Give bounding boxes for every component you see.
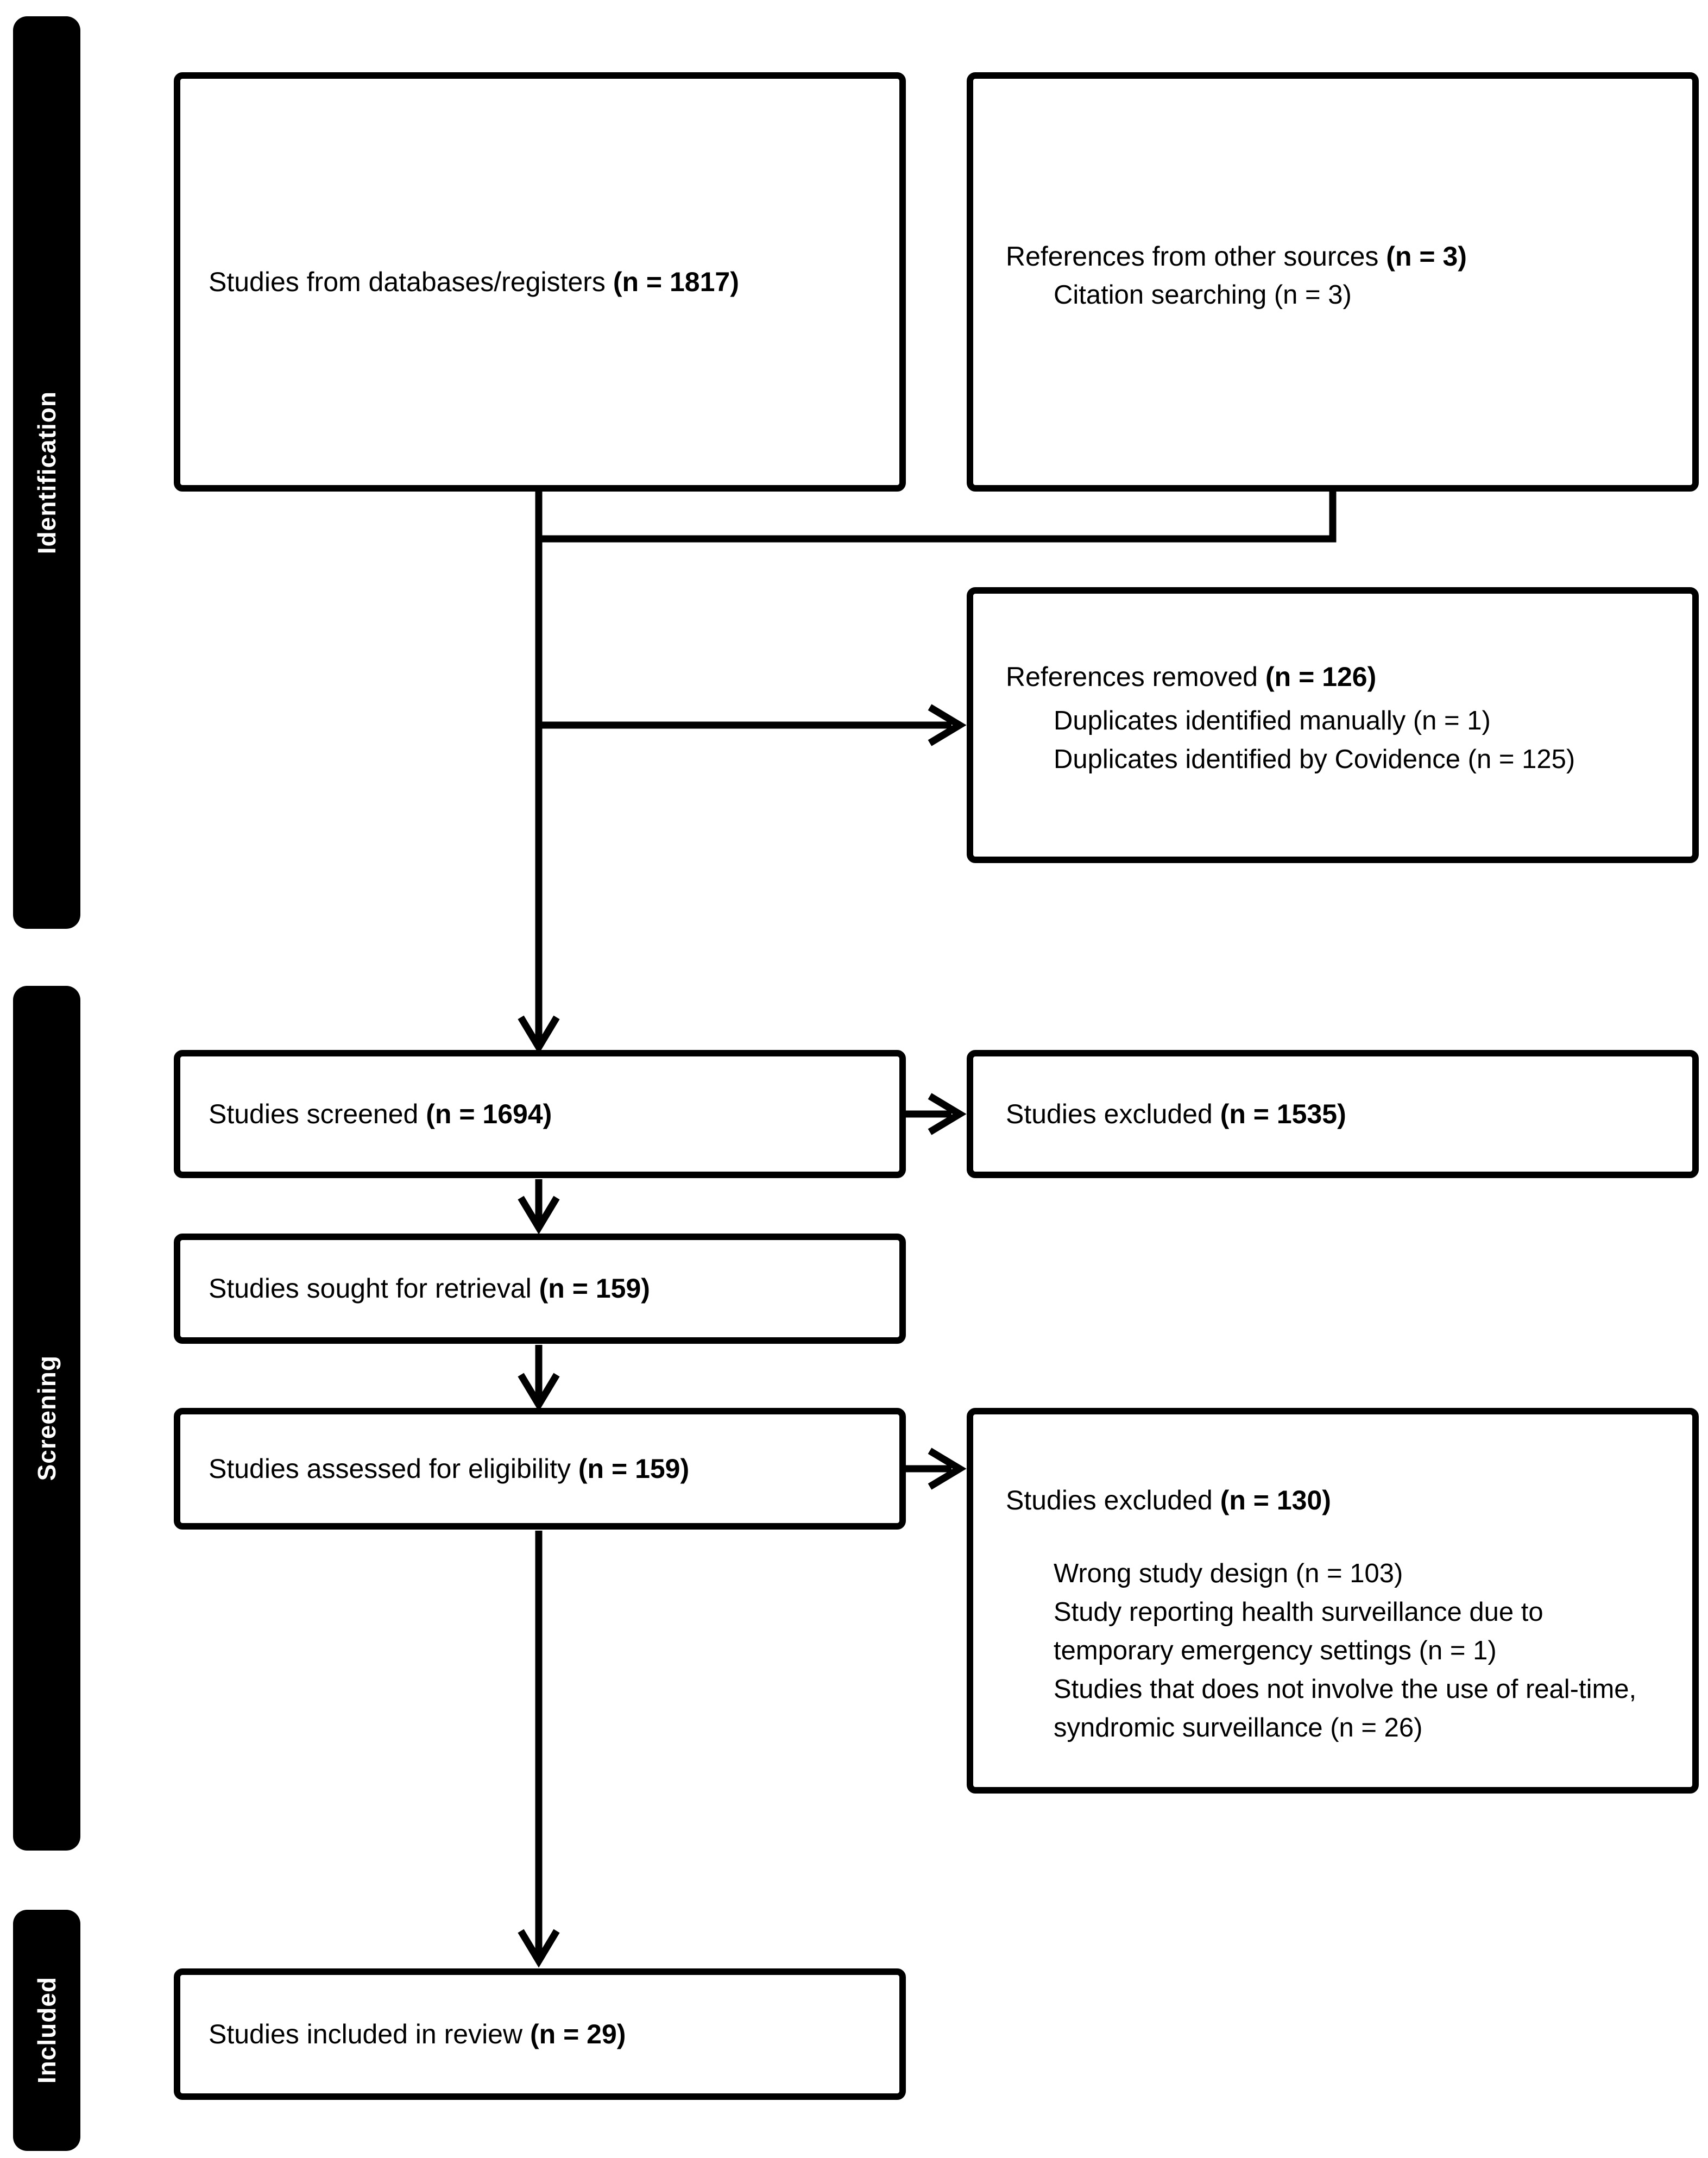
arrowhead-down-sought-icon (518, 1196, 560, 1235)
box-title-text: Studies included in review (209, 2018, 530, 2049)
stage-bar-identification: Identification (13, 16, 80, 929)
box-title-count: (n = 159) (539, 1273, 650, 1304)
arrowhead-down-included-icon (518, 1929, 560, 1968)
box-studies-assessed-eligibility: Studies assessed for eligibility (n = 15… (174, 1408, 906, 1530)
box-subitems: Wrong study design (n = 103) Study repor… (1006, 1555, 1654, 1747)
box-studies-sought-retrieval: Studies sought for retrieval (n = 159) (174, 1234, 906, 1344)
box-title-count: (n = 29) (530, 2018, 626, 2049)
arrowhead-right-references-removed-icon (928, 704, 967, 746)
box-title-text: Studies sought for retrieval (209, 1273, 539, 1304)
box-title: References from other sources (n = 3) (1006, 237, 1660, 276)
box-title: Studies excluded (n = 1535) (1006, 1095, 1660, 1134)
box-title-text: Studies assessed for eligibility (209, 1453, 578, 1484)
box-title-text: References removed (1006, 662, 1266, 692)
box-title-text: Studies screened (209, 1098, 426, 1129)
stage-label-identification: Identification (33, 391, 61, 555)
box-studies-included-review: Studies included in review (n = 29) (174, 1968, 906, 2100)
box-title-count: (n = 159) (578, 1453, 690, 1484)
box-title: References removed (n = 126) (1006, 658, 1671, 696)
box-title-count: (n = 130) (1220, 1485, 1331, 1515)
stage-bar-screening: Screening (13, 986, 80, 1851)
box-title-text: Studies excluded (1006, 1485, 1220, 1515)
box-studies-from-databases: Studies from databases/registers (n = 18… (174, 72, 906, 492)
box-subitem: Duplicates identified manually (n = 1) (1054, 706, 1491, 735)
stage-label-included: Included (33, 1977, 61, 2084)
box-subitem: Citation searching (n = 3) (1054, 280, 1352, 310)
stage-bar-included: Included (13, 1910, 80, 2151)
box-title: Studies excluded (n = 130) (1006, 1481, 1654, 1520)
box-title-count: (n = 1817) (613, 266, 739, 297)
box-subitems: Citation searching (n = 3) (1006, 276, 1660, 314)
box-title-text: Studies excluded (1006, 1098, 1220, 1129)
box-subitem: Wrong study design (n = 103) (1054, 1559, 1403, 1588)
box-title-count: (n = 1694) (426, 1098, 552, 1129)
arrowhead-down-screened-icon (518, 1015, 560, 1054)
box-subitem: Studies that does not involve the use of… (1054, 1675, 1637, 1742)
arrowhead-right-excluded-eligibility-icon (928, 1448, 967, 1490)
box-title: Studies from databases/registers (n = 18… (209, 263, 867, 301)
box-title: Studies screened (n = 1694) (209, 1095, 867, 1134)
box-title-count: (n = 3) (1386, 241, 1467, 272)
box-studies-screened: Studies screened (n = 1694) (174, 1050, 906, 1178)
box-title-count: (n = 1535) (1220, 1098, 1346, 1129)
box-studies-excluded-eligibility: Studies excluded (n = 130) Wrong study d… (967, 1408, 1699, 1794)
stage-label-screening: Screening (33, 1355, 61, 1481)
box-references-removed: References removed (n = 126) Duplicates … (967, 587, 1699, 863)
arrowhead-down-assessed-icon (518, 1373, 560, 1412)
box-title-text: Studies from databases/registers (209, 266, 613, 297)
box-title-text: References from other sources (1006, 241, 1386, 272)
box-title-count: (n = 126) (1265, 662, 1377, 692)
box-subitem: Duplicates identified by Covidence (n = … (1054, 745, 1575, 774)
box-references-other-sources: References from other sources (n = 3) Ci… (967, 72, 1699, 492)
box-title: Studies assessed for eligibility (n = 15… (209, 1450, 867, 1488)
arrowhead-right-excluded-screening-icon (928, 1093, 967, 1135)
box-title: Studies sought for retrieval (n = 159) (209, 1269, 867, 1308)
box-title: Studies included in review (n = 29) (209, 2015, 867, 2054)
box-studies-excluded-screening: Studies excluded (n = 1535) (967, 1050, 1699, 1178)
box-subitems: Duplicates identified manually (n = 1) D… (1006, 702, 1671, 779)
connector-other-sources-merge (535, 488, 1337, 543)
box-subitem: Study reporting health surveillance due … (1054, 1597, 1543, 1665)
